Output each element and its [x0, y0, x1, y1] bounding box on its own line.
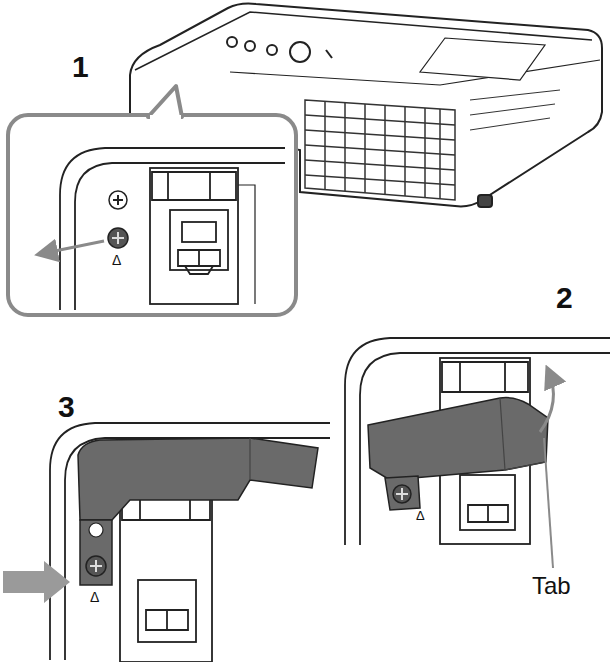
- step-number: 3: [58, 392, 75, 422]
- step-3-view: [3, 423, 330, 662]
- tab-leader: [544, 438, 553, 568]
- part-name: Tab: [532, 574, 571, 598]
- push-arrow: [3, 561, 70, 603]
- step-number: 1: [72, 52, 89, 82]
- mark-symbol: Δ: [112, 253, 121, 267]
- step-number: 2: [556, 283, 573, 313]
- mark-symbol: Δ: [90, 590, 99, 604]
- mark-symbol: Δ: [416, 509, 425, 522]
- vent-grille: [305, 90, 560, 200]
- step-2-view: [345, 338, 610, 568]
- inset-panel: [8, 86, 296, 315]
